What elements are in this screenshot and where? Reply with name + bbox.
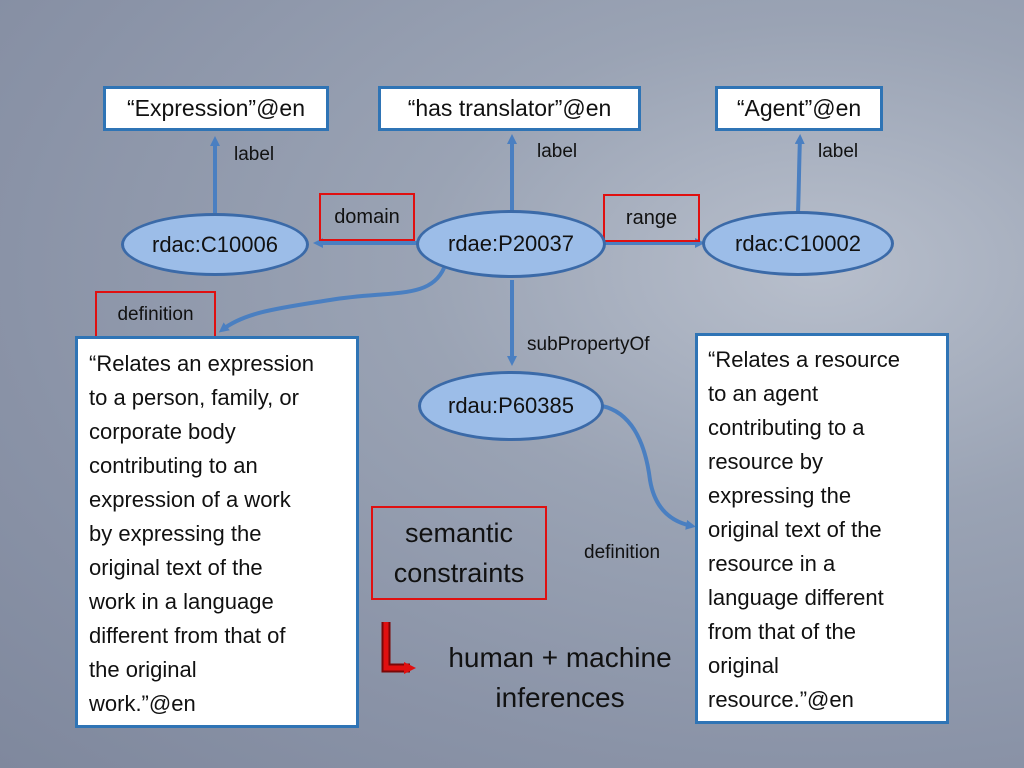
expression-label-box: “Expression”@en <box>103 86 329 131</box>
definition-left-box: “Relates an expression to a person, fami… <box>75 336 359 728</box>
domain-highlight: domain <box>319 193 415 241</box>
node-rdau-p60385: rdau:P60385 <box>418 371 604 441</box>
definition-right-line: resource in a <box>708 551 836 576</box>
semantic-constraints-box: semantic constraints <box>371 506 547 600</box>
definition-left-label: definition <box>117 303 194 325</box>
has-translator-label-text: “has translator”@en <box>407 95 612 121</box>
definition-right-line: to an agent <box>708 381 819 406</box>
agent-label-text: “Agent”@en <box>736 95 862 121</box>
node-rdac-c10006-text: rdac:C10006 <box>152 231 278 257</box>
node-rdau-p60385-text: rdau:P60385 <box>448 393 574 418</box>
label-arrow-right <box>794 134 805 214</box>
definition-left-line: to a person, family, or <box>89 385 299 410</box>
definition-left-line: “Relates an expression <box>89 351 315 376</box>
node-rdae-p20037: rdae:P20037 <box>416 210 606 278</box>
node-rdac-c10002-text: rdac:C10002 <box>735 230 861 256</box>
definition-arrow-right <box>601 404 696 530</box>
definition-right-label: definition <box>584 542 661 563</box>
definition-right-line: expressing the <box>708 483 852 508</box>
inferences-line-1: human + machine <box>448 642 672 673</box>
definition-left-line: work.”@en <box>89 691 196 716</box>
definition-right-line: language different <box>708 585 884 610</box>
expression-label-text: “Expression”@en <box>126 95 306 121</box>
inference-arrow-inner <box>383 622 416 674</box>
definition-arrow-left <box>218 267 446 333</box>
definition-left-line: contributing to an <box>89 453 258 478</box>
domain-label: domain <box>334 205 400 228</box>
definition-left-line: work in a language <box>89 589 274 614</box>
definition-left-line: expression of a work <box>89 487 291 512</box>
inference-arrow <box>381 622 410 673</box>
definition-left-line: corporate body <box>89 419 236 444</box>
definition-left-line: by expressing the <box>89 521 262 546</box>
label-edge-right: label <box>818 141 859 162</box>
inferences-text: human + machine inferences <box>430 638 690 718</box>
node-rdae-p20037-text: rdae:P20037 <box>448 231 574 256</box>
definition-left-line: original text of the <box>89 555 263 580</box>
semantic-constraints-line-2: constraints <box>393 558 525 588</box>
node-rdac-c10006: rdac:C10006 <box>121 213 309 276</box>
agent-label-box: “Agent”@en <box>715 86 883 131</box>
has-translator-label-box: “has translator”@en <box>378 86 641 131</box>
definition-right-line: “Relates a resource <box>708 347 900 372</box>
definition-right-line: contributing to a <box>708 415 865 440</box>
definition-left-highlight: definition <box>95 291 216 338</box>
node-rdac-c10002: rdac:C10002 <box>702 211 894 276</box>
definition-right-line: resource.”@en <box>708 687 854 712</box>
definition-right-line: resource by <box>708 449 823 474</box>
definition-right-line: original <box>708 653 779 678</box>
label-edge-left: label <box>234 144 275 165</box>
range-highlight: range <box>603 194 700 242</box>
definition-left-line: the original <box>89 657 197 682</box>
range-label: range <box>625 206 678 229</box>
definition-right-line: from that of the <box>708 619 856 644</box>
definition-right-box: “Relates a resource to an agent contribu… <box>695 333 949 724</box>
semantic-constraints-line-1: semantic <box>404 518 514 548</box>
definition-right-line: original text of the <box>708 517 882 542</box>
definition-left-line: different from that of <box>89 623 286 648</box>
label-edge-center: label <box>537 141 578 162</box>
inferences-line-2: inferences <box>495 682 625 713</box>
subpropertyof-label: subPropertyOf <box>527 334 650 355</box>
